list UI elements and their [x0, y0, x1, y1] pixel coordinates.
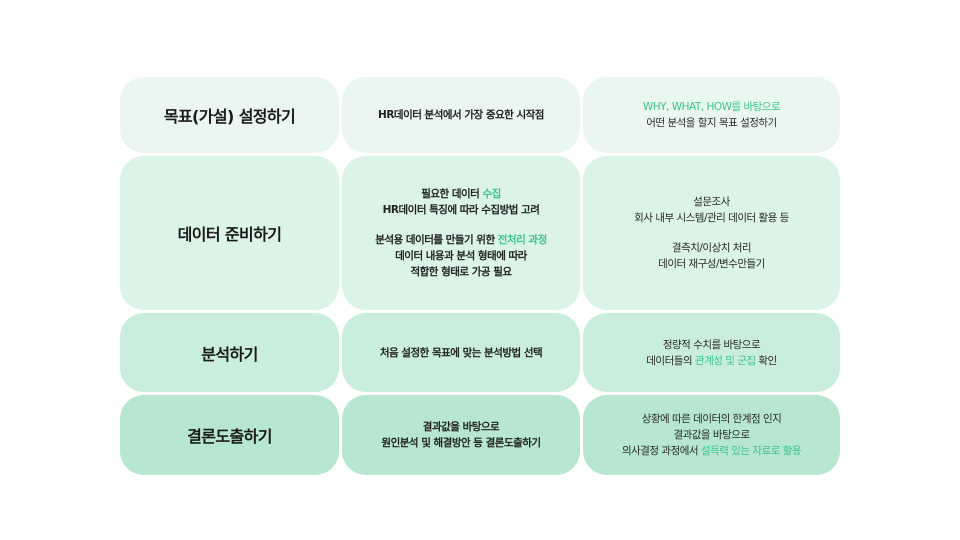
- highlight-text: WHY, WHAT, HOW를 바탕으로: [642, 101, 781, 113]
- detail-line: 결측치/이상치 처리: [671, 242, 752, 254]
- step-description-card-goal: HR데이터 분석에서 가장 중요한 시작점: [342, 77, 580, 153]
- description-line: 분석용 데이터를 만들기 위한 전처리 과정: [375, 232, 547, 248]
- detail-line: 정량적 수치를 바탕으로: [662, 338, 761, 351]
- highlight-text: 수집: [482, 188, 501, 200]
- highlight-text: 전처리 과정: [497, 234, 547, 246]
- spacer: [634, 226, 789, 240]
- description-line: 원인분석 및 해결방안 등 결론도출하기: [381, 437, 541, 449]
- description-line: 데이터 내용과 분석 형태에 따라: [395, 250, 527, 262]
- description-line: 적합한 형태로 가공 필요: [410, 266, 512, 278]
- step-description-card-conclude: 결과값을 바탕으로 원인분석 및 해결방안 등 결론도출하기: [342, 395, 580, 475]
- description-line: HR데이터 특징에 따라 수집방법 고려: [382, 204, 540, 216]
- detail-text: 확인: [755, 354, 777, 367]
- step-description-card-prepare: 필요한 데이터 수집 HR데이터 특징에 따라 수집방법 고려 분석용 데이터를…: [342, 156, 580, 310]
- hr-analysis-process-table: 목표(가설) 설정하기 HR데이터 분석에서 가장 중요한 시작점 WHY, W…: [120, 77, 840, 475]
- detail-line: 상황에 따른 데이터의 한계점 인지: [641, 413, 782, 425]
- detail-line: 회사 내부 시스템/관리 데이터 활용 등: [634, 212, 789, 224]
- step-title-card-goal: 목표(가설) 설정하기: [120, 77, 339, 153]
- description-line: 필요한 데이터 수집: [375, 186, 547, 202]
- description-line: HR데이터 분석에서 가장 중요한 시작점: [378, 109, 544, 121]
- step-detail-card-prepare: 설문조사 회사 내부 시스템/관리 데이터 활용 등 결측치/이상치 처리 데이…: [583, 156, 840, 310]
- step-title-card-prepare: 데이터 준비하기: [120, 156, 339, 310]
- description-text: 분석용 데이터를 만들기 위한: [375, 234, 498, 246]
- detail-line: 어떤 분석을 할지 목표 설정하기: [646, 117, 777, 129]
- step-title: 분석하기: [201, 344, 258, 364]
- step-detail-card-analyze: 정량적 수치를 바탕으로 데이터들의 관계성 및 군집 확인: [583, 313, 840, 392]
- step-title: 데이터 준비하기: [177, 225, 282, 244]
- detail-line: 데이터들의 관계성 및 군집 확인: [646, 353, 777, 369]
- step-description-card-analyze: 처음 설정한 목표에 맞는 분석방법 선택: [342, 313, 580, 392]
- description-line: 결과값을 바탕으로: [422, 421, 500, 433]
- detail-line: 의사결정 과정에서 설득력 있는 자료로 활용: [621, 443, 802, 459]
- highlight-text: 관계성 및 군집: [694, 354, 756, 367]
- highlight-text: 설득력 있는 자료로 활용: [700, 445, 802, 457]
- description-text: 필요한 데이터: [421, 188, 483, 200]
- step-title: 목표(가설) 설정하기: [163, 107, 296, 126]
- step-title-card-analyze: 분석하기: [120, 313, 339, 392]
- detail-line: 데이터 재구성/변수만들기: [658, 258, 765, 270]
- step-title: 결론도출하기: [187, 427, 272, 446]
- detail-text: 데이터들의: [646, 354, 695, 367]
- detail-text: 의사결정 과정에서: [621, 445, 701, 457]
- detail-line: 결과값을 바탕으로: [673, 429, 750, 441]
- step-detail-card-goal: WHY, WHAT, HOW를 바탕으로 어떤 분석을 할지 목표 설정하기: [583, 77, 840, 153]
- description-line: 처음 설정한 목표에 맞는 분석방법 선택: [379, 346, 543, 359]
- step-detail-card-conclude: 상황에 따른 데이터의 한계점 인지 결과값을 바탕으로 의사결정 과정에서 설…: [583, 395, 840, 475]
- detail-line: 설문조사: [693, 196, 730, 208]
- spacer: [375, 218, 547, 232]
- step-title-card-conclude: 결론도출하기: [120, 395, 339, 475]
